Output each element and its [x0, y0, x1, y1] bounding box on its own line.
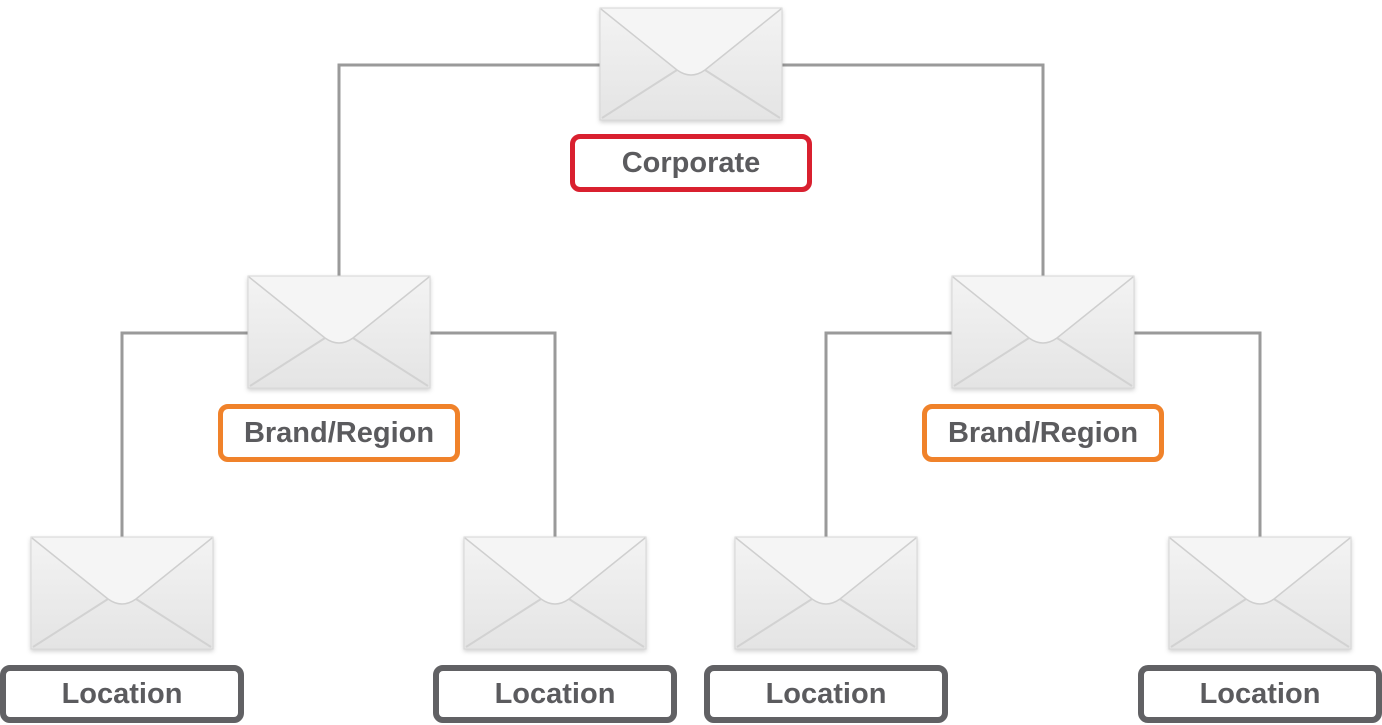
node-label-corporate: Corporate [570, 134, 812, 192]
connector-brand-left-to-location-2 [430, 331, 557, 537]
envelope-icon [599, 7, 783, 121]
connector-corporate-to-brand-right [782, 63, 1045, 276]
envelope-icon [463, 536, 647, 650]
node-label-location: Location [0, 665, 244, 723]
connector-brand-right-to-location-3 [824, 331, 952, 537]
envelope-icon [1168, 536, 1352, 650]
envelope-icon [30, 536, 214, 650]
node-label-location: Location [704, 665, 948, 723]
node-label-brand-region: Brand/Region [922, 404, 1164, 462]
connector-corporate-to-brand-left [337, 63, 600, 276]
node-label-brand-region: Brand/Region [218, 404, 460, 462]
connector-brand-right-to-location-4 [1134, 331, 1262, 537]
envelope-icon [951, 275, 1135, 389]
envelope-icon [247, 275, 431, 389]
connector-brand-left-to-location-1 [120, 331, 248, 537]
node-label-location: Location [433, 665, 677, 723]
envelope-icon [734, 536, 918, 650]
node-label-location: Location [1138, 665, 1382, 723]
